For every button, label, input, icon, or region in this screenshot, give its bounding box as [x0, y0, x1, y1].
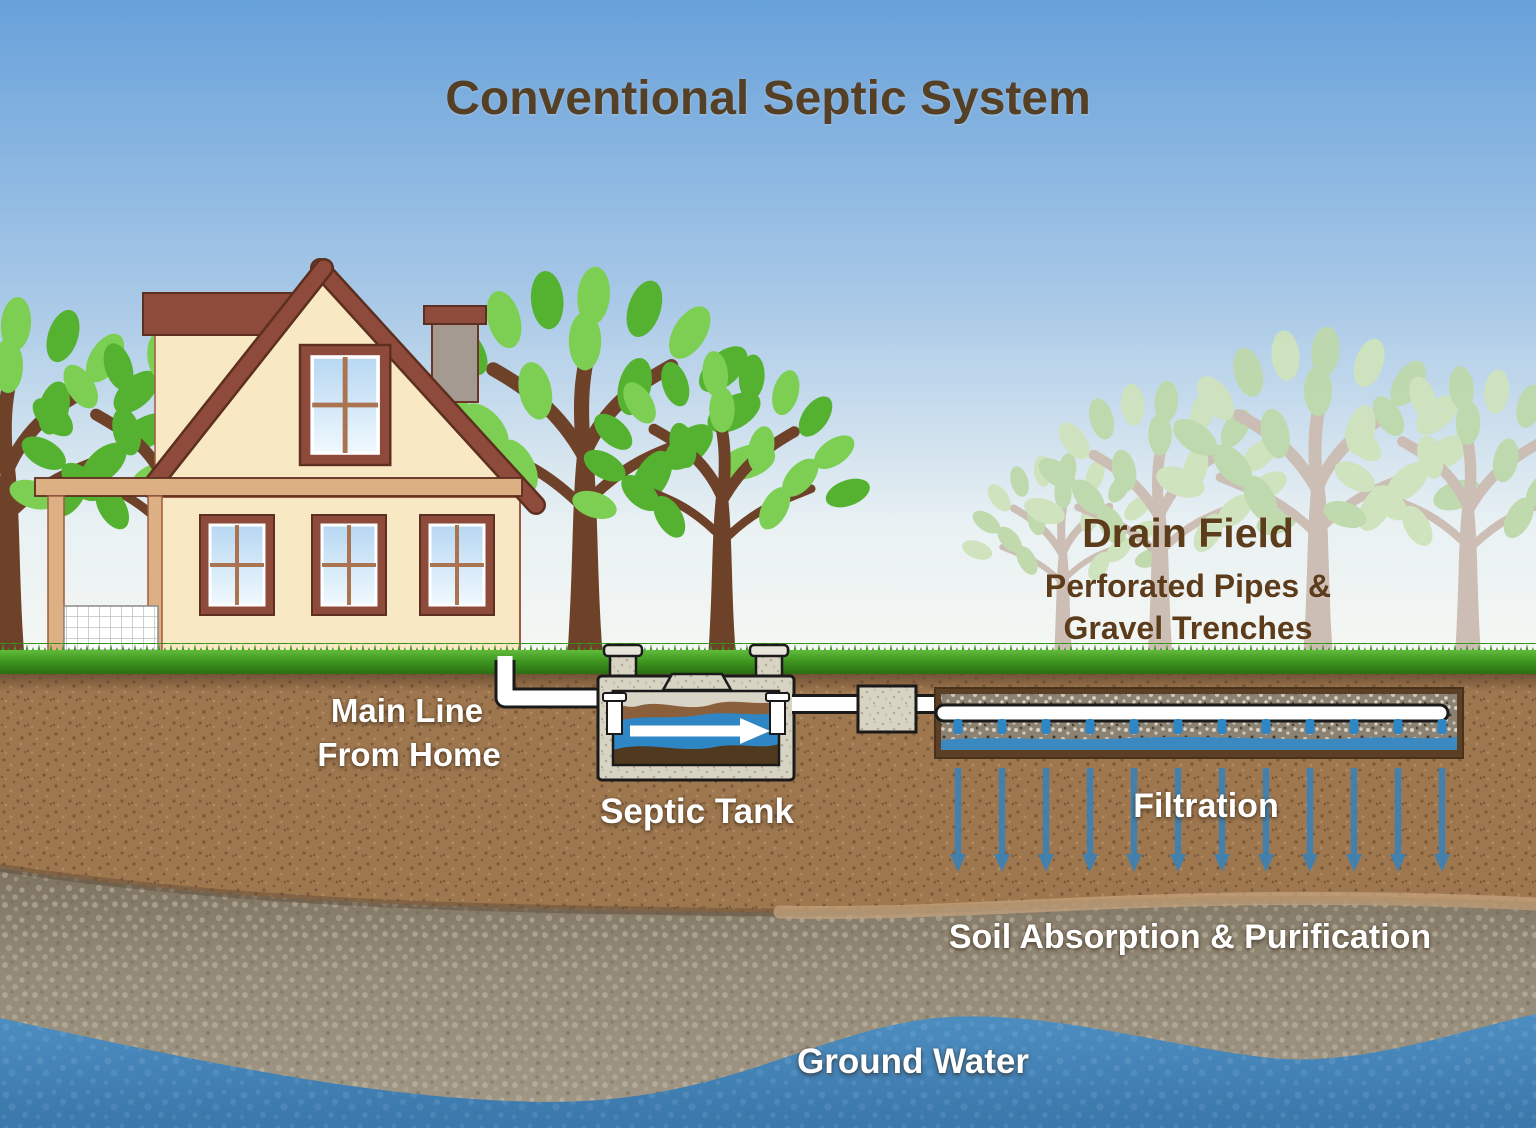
- filtration-arrows: [950, 768, 1450, 872]
- main-line-label-line2: From Home: [317, 736, 501, 773]
- drain-field-sub-label-line2: Gravel Trenches: [1063, 610, 1313, 646]
- drain-field-label: Drain Field: [1082, 510, 1294, 556]
- trench-water: [941, 736, 1457, 750]
- septic-tank: [596, 643, 796, 782]
- chimney-cap: [423, 305, 487, 325]
- main-line-label-line1: Main Line: [330, 692, 484, 729]
- riser-cap-right: [748, 643, 790, 658]
- main-line-pipe: [494, 656, 614, 709]
- porch-beam: [34, 477, 523, 497]
- septic-tank-label: Septic Tank: [600, 792, 794, 831]
- flow-arrow: [630, 718, 770, 744]
- window-2: [310, 513, 388, 617]
- porch-post-left: [47, 495, 65, 659]
- riser-cap-left: [602, 643, 644, 658]
- filtration-label: Filtration: [1133, 787, 1279, 825]
- diagram-title: Conventional Septic System: [445, 72, 1091, 125]
- drain-field-sub-label-line1: Perforated Pipes &: [1044, 568, 1332, 604]
- window-3: [418, 513, 496, 617]
- window-1: [198, 513, 276, 617]
- pipe-drips: [953, 719, 1447, 734]
- tank-scum-layer: [613, 691, 779, 708]
- house: [34, 258, 546, 659]
- drain-field-trench: [934, 687, 1464, 759]
- ground-water-layer: [0, 1014, 1536, 1128]
- attic-window: [300, 345, 390, 465]
- ground-water-label: Ground Water: [796, 1042, 1030, 1081]
- distribution-box: [856, 684, 918, 734]
- tank-access-lid: [660, 672, 734, 692]
- tank-baffles: [602, 692, 790, 735]
- soil-absorption-label: Soil Absorption & Purification: [948, 918, 1432, 956]
- tank-sludge-layer: [613, 744, 779, 765]
